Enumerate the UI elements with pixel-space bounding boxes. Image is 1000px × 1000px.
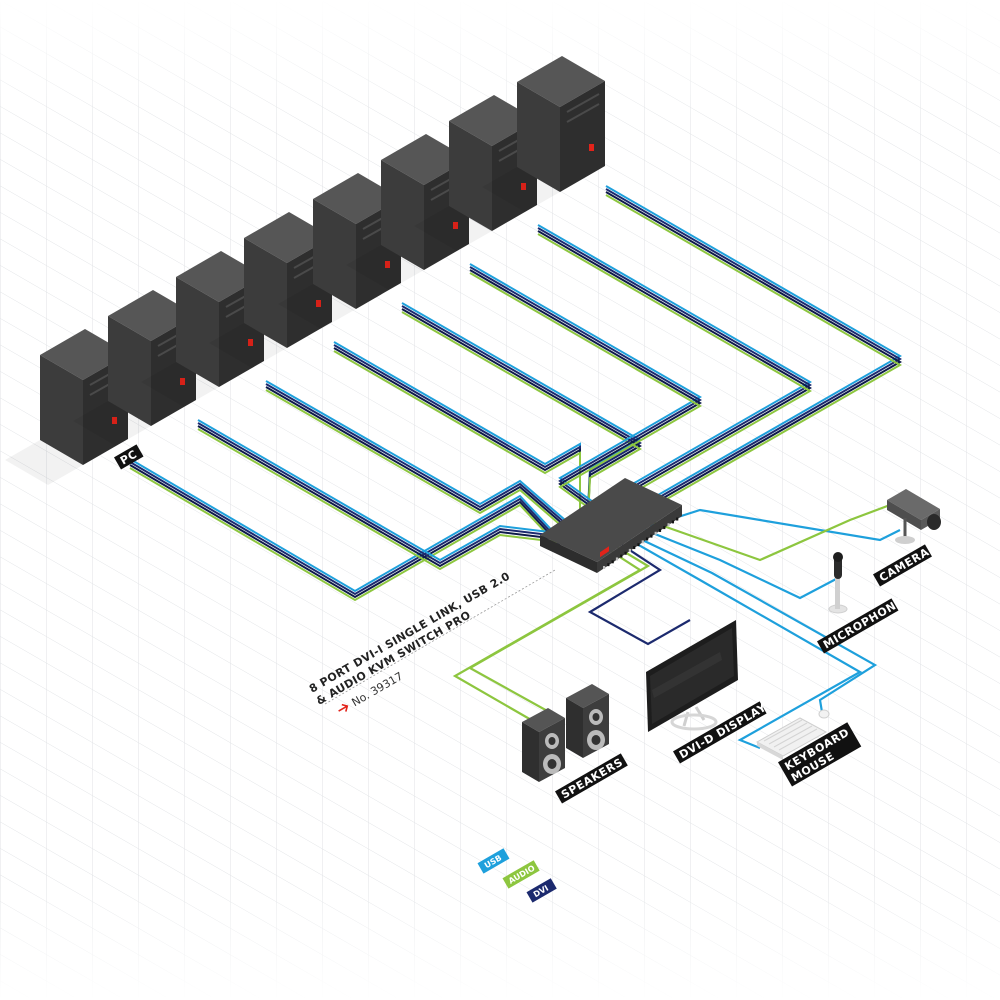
power-led-icon [316,300,321,307]
cable-speakers-audio-b [467,547,651,719]
pc-tower-8 [482,56,605,212]
kvm-port [628,548,631,552]
kvm-switch [540,478,682,573]
pc-cable-bundle-4 [333,341,581,523]
speaker-left [522,708,565,782]
microphone [828,552,848,614]
kvm-port [650,534,653,538]
cable-camera-audio [651,503,891,562]
speakers [522,684,609,782]
arrow-right-icon [338,703,349,712]
power-led-icon [112,417,117,424]
pc-cable-bundle-5 [401,302,642,519]
kvm-logo-badge [600,546,609,558]
speaker-right [566,684,609,758]
camera [887,489,941,544]
power-led-icon [453,222,458,229]
mouse [818,709,830,719]
kvm-port [654,531,657,535]
cable-keyboard-usb [629,539,863,750]
power-led-icon [248,339,253,346]
pc-cable-bundle-6 [469,263,702,514]
pc-cable-bundle-3 [265,380,573,536]
pc-tower-6 [346,134,469,290]
kvm-port [641,540,644,544]
cable-microphone-usb [644,528,839,600]
power-led-icon [521,183,526,190]
kvm-port [611,560,614,564]
power-led-icon [385,261,390,268]
kvm-port [624,551,627,555]
cable-display-dvi [587,544,691,646]
power-led-icon [589,144,594,151]
pc-cable-bundle-1 [129,458,561,602]
kvm-front-ports [603,517,679,569]
kvm-port [658,528,662,532]
dvi-display [646,620,738,732]
keyboard-and-mouse [755,709,830,760]
cable-mouse-usb [635,536,878,713]
kvm-port [615,557,619,561]
kvm-port [607,563,610,567]
pc-tower-2 [73,290,196,446]
pc-cable-bundle-2 [197,419,567,571]
kvm-port [671,520,674,524]
power-led-icon [180,378,185,385]
kvm-port [663,526,666,530]
pc-tower-5 [278,173,401,329]
kvm-port [667,523,670,527]
kvm-port [646,537,649,541]
kvm-port [633,546,636,550]
kvm-port [637,543,640,547]
pc-towers [5,56,605,485]
kvm-port [620,554,623,558]
kvm-port [676,517,679,521]
kvm-port [603,566,606,569]
